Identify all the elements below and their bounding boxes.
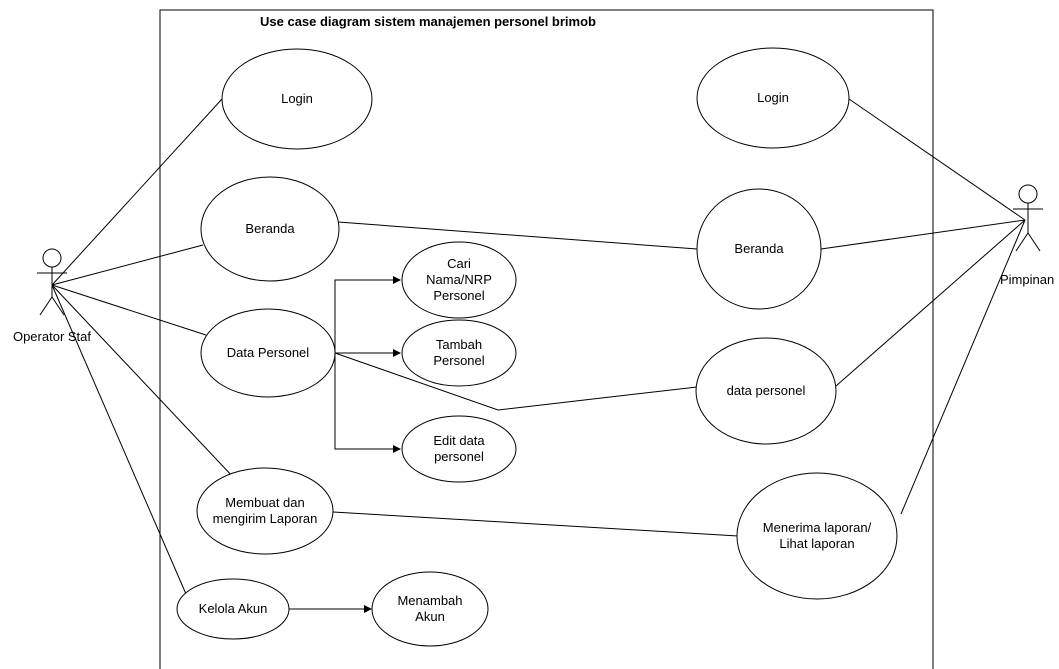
actor-leg-right (51, 296, 65, 316)
use-case-label: Data Personel (227, 345, 309, 360)
actor-leg-left (1015, 232, 1029, 252)
link-beranda-beranda (337, 221, 698, 250)
actor-leg-right (1027, 232, 1041, 252)
use-case-menerima-laporan[interactable]: Menerima laporan/Lihat laporan (736, 472, 898, 600)
link-laporan-laporan (332, 511, 739, 537)
assoc-operator-beranda (51, 244, 204, 286)
arrow-to-cari (334, 276, 401, 353)
use-case-beranda-right[interactable]: Beranda (696, 188, 822, 310)
use-case-label: Login (281, 91, 313, 106)
use-case-beranda-left[interactable]: Beranda (200, 176, 340, 282)
actor-label: Pimpinan (1000, 272, 1054, 287)
use-case-data-personel-right[interactable]: data personel (695, 337, 837, 445)
assoc-operator-data-personel (51, 284, 207, 336)
assoc-pimpinan-data-personel (835, 219, 1026, 387)
assoc-pimpinan-beranda (820, 219, 1026, 250)
assoc-pimpinan-login (848, 98, 1026, 221)
use-case-data-personel[interactable]: Data Personel (200, 308, 336, 398)
associations (51, 98, 1026, 613)
actor-operator-staf: Operator Staf (13, 248, 91, 344)
assoc-operator-membuat-laporan (51, 284, 235, 479)
assoc-operator-login (51, 98, 223, 286)
use-case-login-right[interactable]: Login (696, 47, 850, 149)
diagram-title: Use case diagram sistem manajemen person… (260, 14, 596, 29)
actor-head (42, 248, 62, 268)
use-case-label: data personel (727, 383, 806, 398)
assoc-operator-kelola-akun (51, 284, 187, 595)
link-data-personel-data-personel (334, 352, 698, 411)
use-case-login-left[interactable]: Login (221, 48, 373, 150)
actor-pimpinan: Pimpinan (1000, 184, 1054, 287)
use-case-kelola-akun[interactable]: Kelola Akun (176, 578, 290, 640)
arrow-to-edit (334, 353, 401, 453)
actor-label: Operator Staf (13, 329, 91, 344)
use-case-label: Beranda (734, 241, 784, 256)
assoc-pimpinan-menerima-laporan (900, 219, 1026, 515)
actor-head (1018, 184, 1038, 204)
use-case-label: Login (757, 90, 789, 105)
system-boundary (159, 9, 934, 669)
use-case-label: Menerima laporan/Lihat laporan (763, 520, 872, 551)
actor-leg-left (39, 296, 53, 316)
use-case-label: Beranda (245, 221, 295, 236)
use-case-label: Kelola Akun (199, 601, 268, 616)
